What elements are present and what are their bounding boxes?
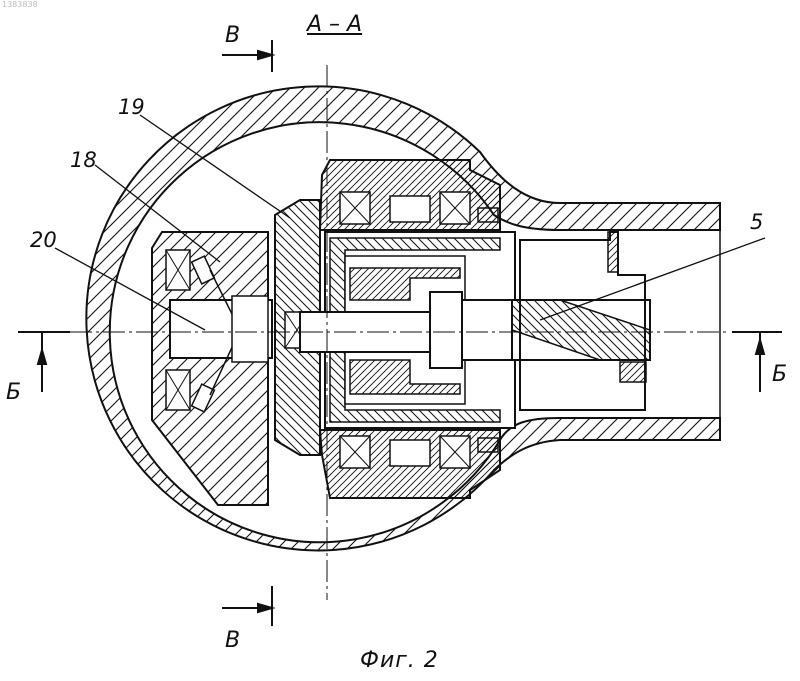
left-eccentric-assembly: [152, 232, 272, 505]
doc-id-text: 1383838: [2, 1, 38, 9]
figure-caption: Фиг. 2: [360, 650, 439, 672]
callout-20: 20: [30, 230, 57, 251]
cut-label-v-top: В: [225, 25, 240, 47]
cut-label-v-bottom: В: [225, 630, 240, 652]
cut-label-b-right: Б: [772, 364, 787, 386]
section-title: A – A: [307, 14, 362, 36]
cam-5: [512, 232, 650, 410]
callout-5: 5: [750, 212, 763, 233]
callout-18: 18: [70, 150, 97, 171]
callout-19: 19: [118, 97, 145, 118]
cut-label-b-left: Б: [6, 382, 21, 404]
